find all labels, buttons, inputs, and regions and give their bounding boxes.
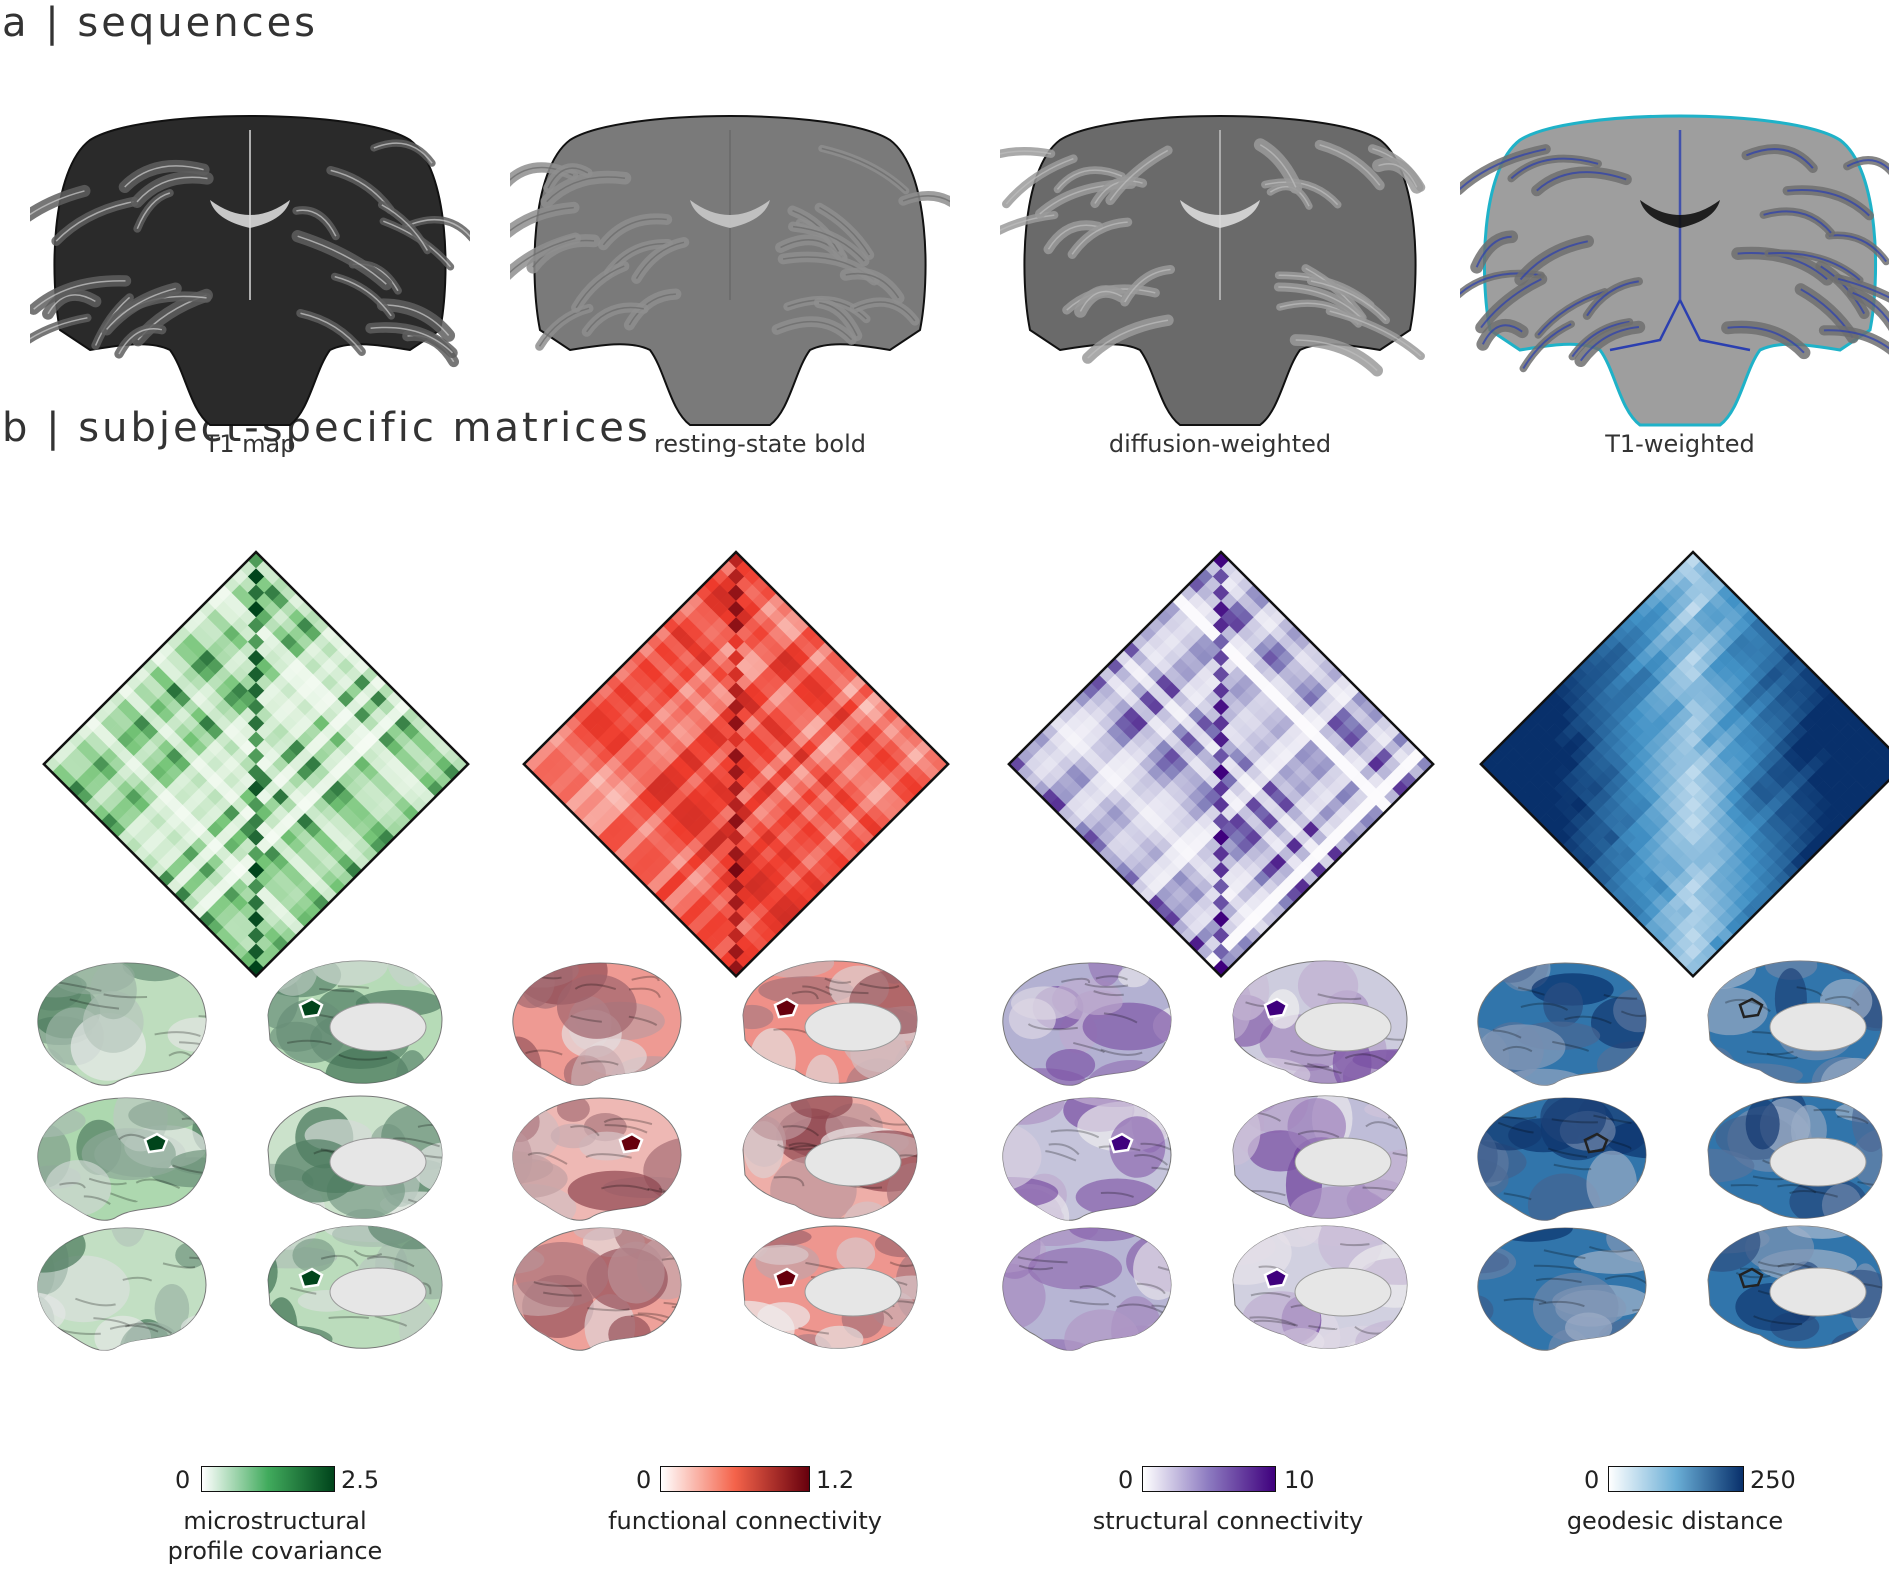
seed-region-outline: [1583, 1132, 1609, 1154]
matrix-functional-connectivity: [522, 550, 950, 979]
matrix-cells: [1479, 550, 1889, 979]
colorbar-min: 0: [1118, 1466, 1134, 1494]
scan-resting-state-bold: [510, 115, 950, 426]
brain-slice: [1460, 114, 1889, 427]
colorbar-label: functional connectivity: [608, 1507, 882, 1535]
colorbar-gradient: [201, 1466, 335, 1492]
surface-gd-row1-medial: [1707, 960, 1883, 1084]
brain-slice: [510, 115, 950, 426]
colorbar-max: 1.2: [816, 1466, 855, 1494]
colorbar-min: 0: [175, 1466, 191, 1494]
colorbar-label: geodesic distance: [1566, 1507, 1784, 1535]
seed-region-outline: [1738, 997, 1764, 1019]
seed-region-outline: [298, 997, 324, 1019]
surface-mpc-row3-medial: [267, 1225, 443, 1349]
surface-gd-row2-medial: [1707, 1095, 1883, 1219]
colorbar-gradient: [1142, 1466, 1276, 1492]
scan-label-t1-weighted: T1-weighted: [1605, 430, 1755, 458]
surface-sc-row1-lateral: [1002, 962, 1172, 1086]
matrix-cells: [42, 550, 470, 979]
colorbar-min: 0: [1584, 1466, 1600, 1494]
surface-fc-row1-medial: [742, 960, 918, 1084]
surface-mpc-row1-medial: [267, 960, 443, 1084]
seed-region-outline: [773, 997, 799, 1019]
surface-mpc-row1-lateral: [37, 962, 207, 1086]
colorbar-max: 250: [1750, 1466, 1796, 1494]
surface-gd-row2-lateral: [1477, 1097, 1647, 1221]
surface-gd-row3-medial: [1707, 1225, 1883, 1349]
surface-sc-row3-lateral: [1002, 1227, 1172, 1351]
surface-mpc-row2-medial: [267, 1095, 443, 1219]
colorbar-gradient: [1608, 1466, 1744, 1492]
colorbar-min: 0: [636, 1466, 652, 1494]
scan-label-t1-map: T1 map: [204, 430, 296, 458]
surface-mpc-row3-lateral: [37, 1227, 207, 1351]
scan-t1-weighted: [1460, 114, 1889, 427]
seed-region-outline: [1263, 997, 1289, 1019]
surface-fc-row2-lateral: [512, 1097, 682, 1221]
surface-sc-row2-medial: [1232, 1095, 1408, 1219]
seed-region-outline: [618, 1132, 644, 1154]
seed-region-outline: [773, 1267, 799, 1289]
colorbar-max: 10: [1284, 1466, 1315, 1494]
scan-label-diffusion-weighted: diffusion-weighted: [1108, 430, 1332, 458]
surface-fc-row1-lateral: [512, 962, 682, 1086]
surface-sc-row3-medial: [1232, 1225, 1408, 1349]
seed-region-outline: [143, 1132, 169, 1154]
surface-gd-row1-lateral: [1477, 962, 1647, 1086]
surface-gd-row3-lateral: [1477, 1227, 1647, 1351]
scan-t1-map: [30, 115, 470, 426]
surface-fc-row3-medial: [742, 1225, 918, 1349]
surface-sc-row1-medial: [1232, 960, 1408, 1084]
matrix-cells: [522, 550, 950, 979]
surface-sc-row2-lateral: [1002, 1097, 1172, 1221]
matrix-structural-connectivity: [1007, 550, 1435, 979]
surface-fc-row2-medial: [742, 1095, 918, 1219]
colorbar-label: microstructural profile covariance: [167, 1507, 383, 1565]
surface-mpc-row2-lateral: [37, 1097, 207, 1221]
matrix-geodesic-distance: [1479, 550, 1889, 979]
section-b-title: b | subject-specific matrices: [2, 405, 651, 451]
scan-diffusion-weighted: [1000, 115, 1426, 426]
seed-region-outline: [1108, 1132, 1134, 1154]
surface-fc-row3-lateral: [512, 1227, 682, 1351]
brain-slice: [30, 115, 470, 426]
matrix-microstructural-profile-covariance: [42, 550, 470, 979]
seed-region-outline: [1738, 1267, 1764, 1289]
seed-region-outline: [1263, 1267, 1289, 1289]
seed-region-outline: [298, 1267, 324, 1289]
colorbar-label: structural connectivity: [1092, 1507, 1364, 1535]
section-a-title: a | sequences: [2, 0, 319, 46]
scan-label-resting-state-bold: resting-state bold: [653, 430, 867, 458]
brain-slice: [1000, 115, 1426, 426]
matrix-cells: [1007, 550, 1435, 979]
colorbar-gradient: [660, 1466, 810, 1492]
colorbar-max: 2.5: [341, 1466, 380, 1494]
